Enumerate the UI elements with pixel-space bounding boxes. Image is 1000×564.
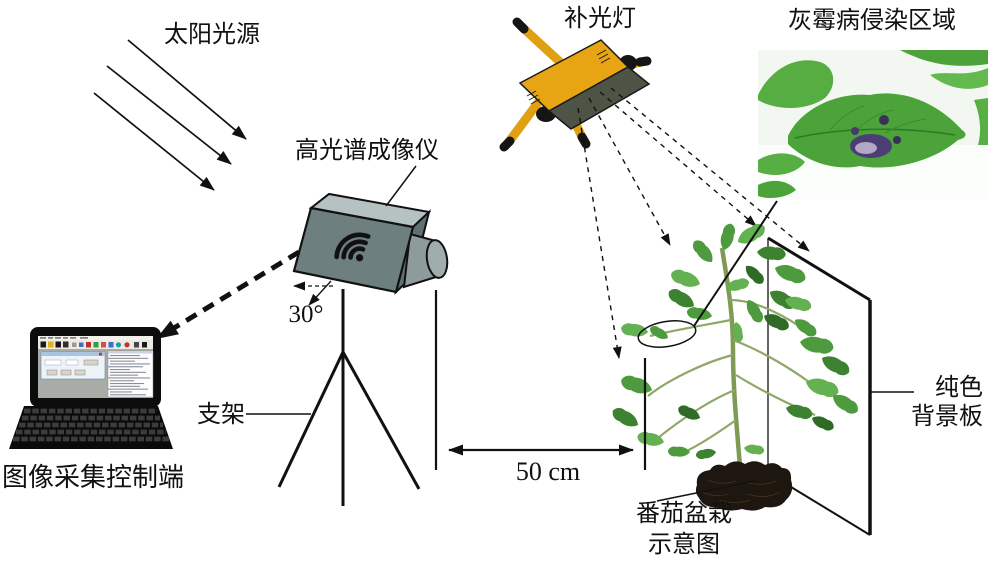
screen-menubar [38,336,153,340]
light-ray [577,107,622,359]
distance-measure [434,290,647,470]
label-board-line1: 纯色 [935,374,983,401]
lesion-spot [879,115,889,125]
label-stand: 支架 [197,401,245,428]
tripod-left-leg [277,351,345,488]
sun-ray-line [93,92,215,191]
photo-leaf-upper-left [758,60,834,108]
lesion-spot [851,127,859,135]
label-imager: 高光谱成像仪 [295,137,439,164]
fill-light-rays [577,87,810,359]
photo-leaf-right-edge [974,98,988,145]
photo-leaf-lower-left [758,153,805,175]
plant-pot [695,461,793,511]
label-pot-line2: 示意图 [648,531,720,558]
fill-light-vents [526,49,611,105]
camera-to-laptop-arrow [156,249,301,339]
label-control-terminal: 图像采集控制端 [2,463,184,492]
lesion-center [855,142,877,154]
sun-light-arrows [93,39,247,191]
data-link-arrowhead [156,320,179,339]
light-ray [588,97,671,246]
lesion-spot [893,136,901,144]
label-fill-light: 补光灯 [564,5,636,32]
fill-light-lamp [499,17,652,152]
label-infection-region: 灰霉病侵染区域 [788,7,956,34]
screen-log-panel [107,350,154,398]
photo-main-leaf [788,93,966,168]
leaf-circle-annotation [637,320,697,348]
label-board-line2: 背景板 [911,403,983,430]
label-distance: 50 cm [516,457,580,486]
leaf-connector-line [693,200,778,327]
sun-ray-line [106,65,232,165]
pot-root-texture [701,479,781,503]
photo-leaf-upper-right2 [930,68,988,89]
pot-label-line [656,480,756,502]
data-link-dashed-line [172,249,301,331]
light-ray [599,91,757,227]
camera-angle-annotation [293,280,333,306]
fill-light-panel [547,66,651,130]
tripod-right-leg [341,351,421,490]
photo-leaf-lower-left2 [758,180,796,198]
screen-toolbar-icons [40,341,147,348]
hyperspectral-camera [292,192,449,296]
label-sun-source: 太阳光源 [164,21,260,48]
infected-leaf-photo [758,50,988,200]
screen-menu-marks [40,337,88,339]
screen-dialog-panel [40,351,106,380]
light-ray [610,87,810,252]
photo-leaf-upper-right [900,50,988,66]
label-angle: 30° [289,301,324,328]
camera-lens-face [425,239,449,279]
laptop-keyboard [13,408,169,442]
sun-ray-line [127,39,247,140]
photo-leaf-midrib [794,128,956,139]
angle-tilt-arrow [308,280,332,306]
laptop-screen [38,336,154,398]
label-pot-line1: 番茄盆栽 [636,500,732,527]
imager-label-line [385,165,417,207]
board-top-edge [767,236,871,302]
wifi-icon [334,232,371,262]
laptop [9,327,173,449]
tripod-stand [277,289,421,506]
